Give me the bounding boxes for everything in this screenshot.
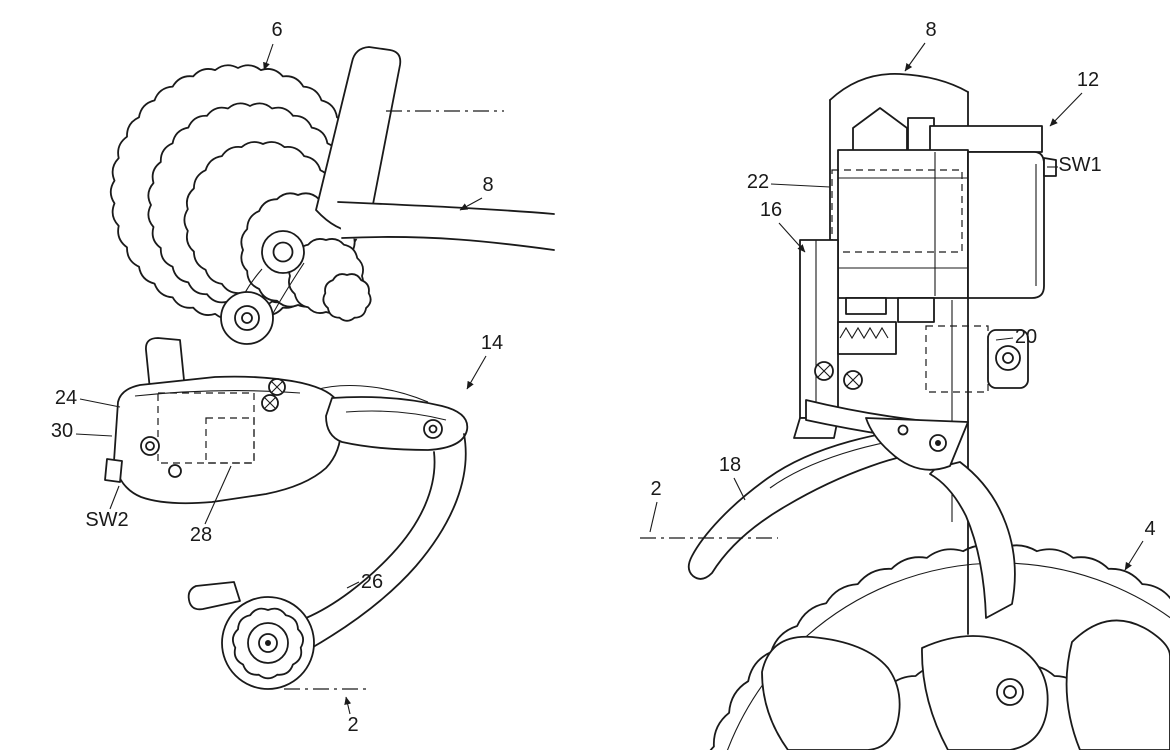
crank-arm: [1065, 619, 1170, 750]
leader-line-26: [346, 581, 360, 589]
hidden-unit-box-22: [831, 169, 963, 253]
leader-line-20: [995, 337, 1014, 341]
cover-top-flange: [929, 125, 1043, 153]
ref-label-4: 4: [1144, 518, 1155, 540]
chain-guide-tail-plate: [929, 461, 1016, 619]
leader-line-4: [1124, 540, 1144, 571]
ref-label-12: 12: [1077, 69, 1099, 91]
ref-label-sw2: SW2: [85, 509, 128, 531]
ref-label-24: 24: [55, 387, 77, 409]
ref-label-16: 16: [760, 199, 782, 221]
ref-label-28: 28: [190, 524, 212, 546]
cage-pivot-inner: [428, 424, 438, 434]
chain-stay-bottom-edge: [341, 236, 555, 251]
front-derailleur-figure: 8 12 SW1 22 16 20 18 2 4: [640, 19, 1170, 750]
pivot-bolt-inner: [272, 241, 294, 263]
b-knuckle: [220, 230, 305, 345]
screw-cross: [264, 397, 276, 409]
screw-fastener: [261, 394, 279, 412]
chain-stay-top-edge: [337, 201, 555, 215]
clamp-block: [897, 297, 935, 323]
leader-line-12: [1049, 92, 1083, 127]
leader-line-24: [79, 398, 121, 408]
chain-stay-fill: [338, 202, 554, 250]
ref-label-14: 14: [481, 332, 503, 354]
leader-line-16: [778, 222, 806, 253]
ref-label-2: 2: [650, 478, 661, 500]
ref-label-18: 18: [719, 454, 741, 476]
chainring-bolt-inner: [1003, 685, 1017, 699]
sprocket-outline: [322, 273, 372, 322]
leader-line-18: [733, 477, 746, 501]
reference-labels-front: 8 12 SW1 22 16 20 18 2 4: [649, 19, 1156, 571]
leader-line-22: [770, 183, 831, 188]
leader-line-30: [75, 433, 113, 437]
leader-line-2: [344, 696, 352, 715]
leader-line-8: [904, 42, 926, 72]
cage-front-tab: [187, 581, 241, 611]
pulley-axle-dot: [265, 640, 271, 646]
mount-plate: [799, 239, 839, 419]
screw-cross: [846, 373, 860, 387]
motor-housing: [837, 149, 969, 299]
reference-labels-rear: 6 8 14 24 30 SW2 28 26 2: [51, 19, 503, 736]
plate-rivet: [897, 424, 909, 436]
rack-teeth: [839, 326, 889, 340]
housing-cover: [967, 151, 1045, 299]
ref-label-30: 30: [51, 420, 73, 442]
leader-line-2: [649, 501, 658, 533]
leader-line-6: [263, 43, 274, 71]
crank-spider-arm-right: [921, 635, 1049, 750]
sw2-switch: [104, 458, 123, 483]
leader-line-28: [204, 465, 232, 525]
outer-link-plate: [325, 396, 469, 451]
rear-derailleur-figure: 6 8 14 24 30 SW2 28 26 2: [51, 19, 555, 736]
gear-rack: [837, 321, 897, 355]
clamp-block: [845, 297, 887, 315]
crank-spider-arm-left: [761, 635, 901, 750]
ref-label-22: 22: [747, 171, 769, 193]
plate-contour-line: [345, 410, 447, 421]
ref-label-6: 6: [271, 19, 282, 41]
ref-label-2: 2: [347, 714, 358, 736]
frame-stays: [315, 46, 555, 251]
chain-guide-top-plate: [865, 417, 969, 471]
guide-pulley-axle: [241, 312, 253, 324]
hidden-unit-box-20: [925, 325, 989, 393]
plate-hole-dot: [935, 440, 941, 446]
ref-label-sw1: SW1: [1058, 154, 1101, 176]
screw-fastener: [814, 361, 834, 381]
leader-line-14: [466, 355, 487, 390]
screw-cross: [271, 381, 283, 393]
screw-fastener: [843, 370, 863, 390]
bolt-head-inner: [145, 441, 155, 451]
ref-label-8: 8: [482, 174, 493, 196]
adjuster-dial-inner: [1002, 352, 1014, 364]
screw-cross: [817, 364, 831, 378]
leader-line-8: [459, 197, 483, 211]
hanger-bracket: [145, 337, 186, 391]
leader-line-sw2: [109, 485, 120, 510]
screw-fastener: [268, 378, 286, 396]
bolt-head: [168, 464, 182, 478]
seat-tube-top-edge: [829, 73, 969, 101]
link-arm-top: [314, 385, 429, 403]
hidden-unit-box-inner: [205, 417, 255, 464]
ref-label-20: 20: [1015, 326, 1037, 348]
ref-label-26: 26: [361, 571, 383, 593]
cage-outer-edge: [307, 433, 467, 651]
ref-label-8: 8: [925, 19, 936, 41]
cage-inner-edge: [305, 451, 436, 619]
hidden-unit-box: [157, 392, 255, 464]
